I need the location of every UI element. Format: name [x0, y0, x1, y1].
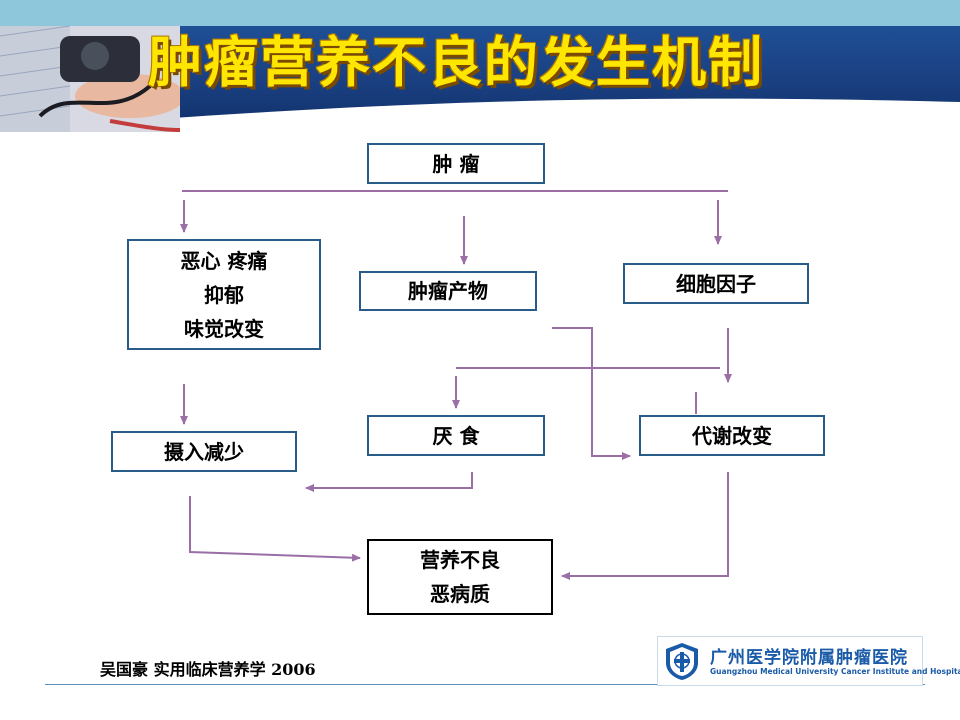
header-photo-blood-pressure: [0, 26, 180, 132]
symptom-taste-change: 味觉改变: [184, 316, 264, 341]
arrow-intake-to-outcome: [189, 496, 361, 562]
node-tumor-label: 肿 瘤: [432, 151, 480, 176]
footer-divider: [45, 684, 925, 685]
node-anorexia: 厌 食: [367, 415, 545, 456]
node-metabolic-change-label: 代谢改变: [692, 423, 772, 448]
node-reduced-intake-label: 摄入减少: [164, 439, 244, 464]
node-cytokines-label: 细胞因子: [676, 271, 756, 296]
outcome-malnutrition: 营养不良: [420, 548, 500, 572]
arrow-anorexia-to-intake: [305, 472, 473, 492]
page-title: 肿瘤营养不良的发生机制: [148, 31, 764, 94]
arrow-products-to-metabolic: [552, 327, 631, 460]
node-metabolic-change: 代谢改变: [639, 415, 825, 456]
top-color-strip: [0, 0, 960, 26]
arrow-metabolic-to-outcome: [561, 472, 729, 580]
node-anorexia-label: 厌 食: [432, 423, 480, 448]
node-tumor: 肿 瘤: [367, 143, 545, 184]
hospital-name-cn: 广州医学院附属肿瘤医院: [710, 648, 908, 668]
node-tumor-products-label: 肿瘤产物: [408, 279, 488, 303]
node-symptoms: 恶心 疼痛 抑郁 味觉改变: [127, 239, 321, 350]
symptom-depression: 抑郁: [204, 282, 244, 307]
symptom-nausea-pain: 恶心 疼痛: [180, 248, 268, 273]
outcome-cachexia: 恶病质: [430, 582, 490, 606]
hospital-logo: 广州医学院附属肿瘤医院 Guangzhou Medical University…: [657, 636, 960, 686]
node-reduced-intake: 摄入减少: [111, 431, 297, 472]
node-cytokines: 细胞因子: [623, 263, 809, 304]
hospital-emblem-icon: [666, 643, 698, 680]
hospital-name-en: Guangzhou Medical University Cancer Inst…: [710, 667, 960, 676]
node-tumor-products: 肿瘤产物: [359, 271, 537, 311]
header-wave: [0, 98, 960, 142]
citation: 吴国豪 实用临床营养学 2006: [100, 660, 316, 679]
node-outcome: 营养不良 恶病质: [367, 539, 553, 615]
